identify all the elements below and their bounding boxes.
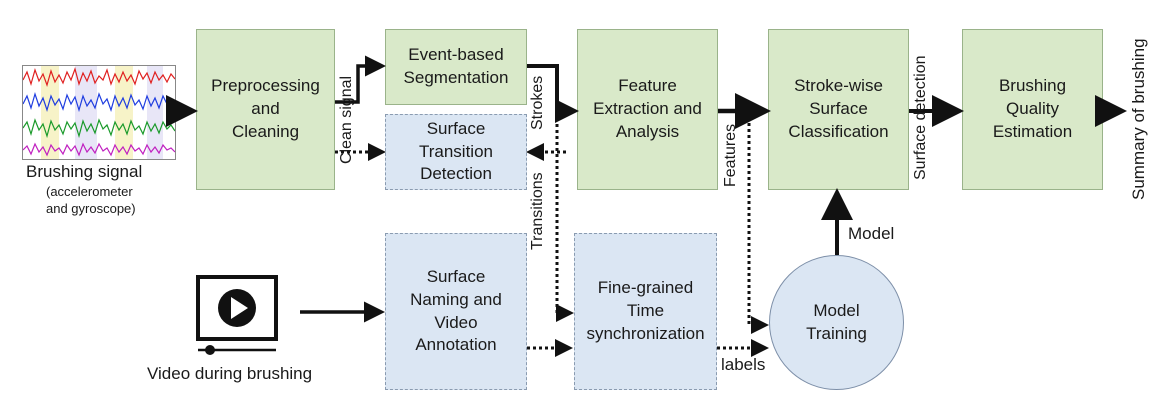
brushing-signal-label: Brushing signal [26, 162, 143, 181]
preprocessing-box: Preprocessing and Cleaning [196, 29, 335, 190]
video-label: Video during brushing [147, 364, 313, 383]
surface-detection-label: Surface detection [912, 55, 929, 180]
surface-transition-box: Surface Transition Detection [385, 114, 527, 190]
brushing-signal-plot [22, 65, 176, 160]
brushing-signal-sub1: (accelerometer [46, 184, 133, 199]
strokes-label: Strokes [529, 75, 546, 130]
summary-label: Summary of brushing [1129, 38, 1148, 200]
quality-estimation-box: Brushing Quality Estimation [962, 29, 1103, 190]
clean-signal-label: Clean signal [338, 75, 355, 164]
features-label: Features [722, 123, 739, 187]
stroke-classification-box: Stroke-wise Surface Classification [768, 29, 909, 190]
model-training-circle: Model Training [769, 255, 904, 390]
labels-label: labels [721, 355, 766, 374]
model-label: Model [848, 224, 895, 243]
transitions-label: Transitions [529, 172, 546, 250]
brushing-signal-sub2: and gyroscope) [46, 201, 136, 216]
video-icon [196, 275, 278, 355]
surface-naming-box: Surface Naming and Video Annotation [385, 233, 527, 390]
feature-extraction-box: Feature Extraction and Analysis [577, 29, 718, 190]
time-sync-box: Fine-grained Time synchronization [574, 233, 717, 390]
